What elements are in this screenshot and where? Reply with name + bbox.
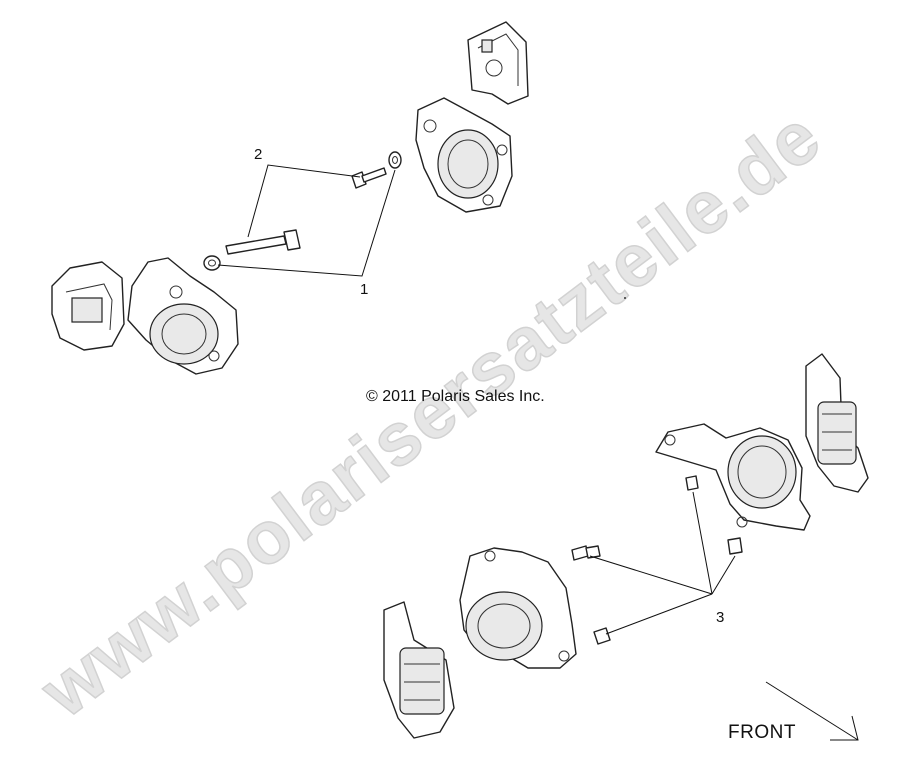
leader-callout-1 — [217, 169, 396, 277]
bolt-3b — [727, 537, 743, 555]
caliper-left — [51, 261, 125, 351]
bolt-lower — [225, 229, 301, 255]
knuckle-right — [655, 423, 811, 531]
leader-callout-2 — [247, 164, 361, 238]
bolt-upper — [351, 167, 387, 189]
bolt-3a — [685, 475, 699, 491]
copyright-text: © 2011 Polaris Sales Inc. — [366, 388, 545, 405]
caliper-bracket-left — [127, 257, 239, 375]
caliper-right — [805, 353, 869, 493]
caliper-bottom-left — [383, 601, 455, 739]
front-arrow — [765, 681, 859, 741]
bolt-3d — [593, 627, 611, 645]
watermark-text: www.polarisersatzteile.de — [25, 94, 836, 734]
caliper-bracket-top-right — [415, 97, 513, 213]
bolt-3c — [571, 545, 601, 561]
washer-lower — [203, 255, 221, 271]
callout-2: 2 — [254, 146, 262, 163]
stray-dot — [624, 297, 626, 299]
washer-upper — [388, 151, 402, 169]
leader-callout-3 — [589, 491, 736, 635]
callout-1: 1 — [360, 281, 368, 298]
callout-3: 3 — [716, 609, 724, 626]
caliper-top-right — [467, 21, 529, 105]
front-label: FRONT — [728, 722, 796, 743]
knuckle-left — [459, 547, 577, 669]
